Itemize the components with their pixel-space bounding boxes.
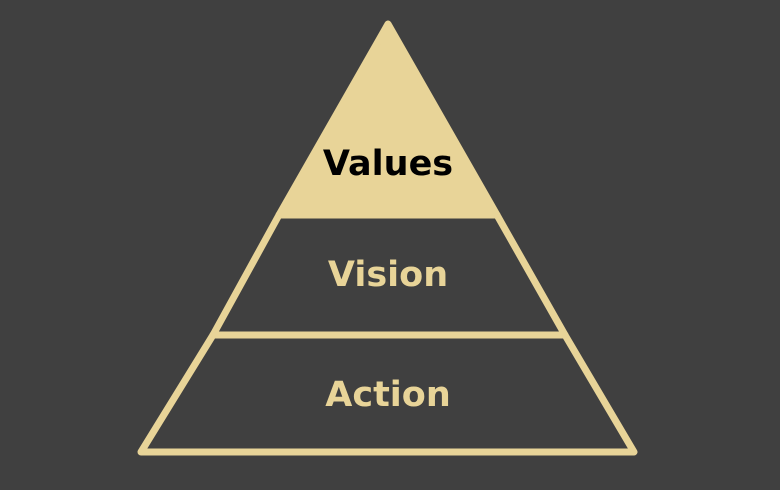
tier-values-shape [275,20,501,219]
tier-values-label: Values [323,144,453,184]
tier-action-shape [137,331,638,456]
tier-vision-label: Vision [328,255,448,295]
tier-action-label: Action [325,375,451,415]
